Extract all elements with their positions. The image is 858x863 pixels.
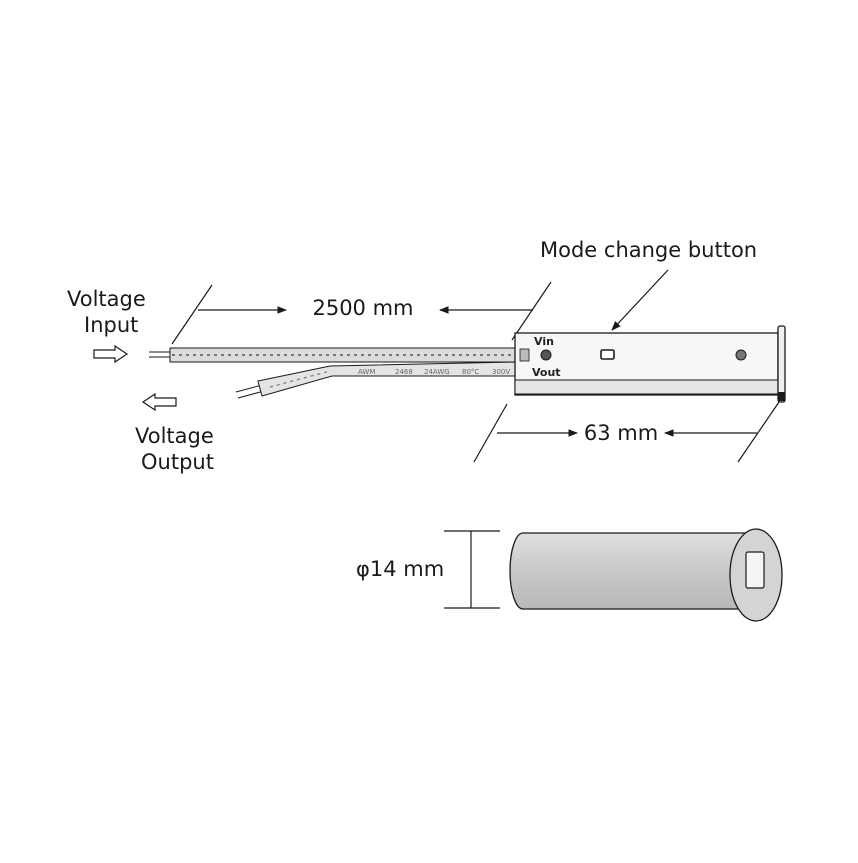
cable-print-3: 24AWG — [424, 368, 450, 376]
cable-print-5: 300V — [492, 368, 510, 376]
cylinder-button-slot — [745, 551, 765, 589]
voltage-input-label-line2: Input — [84, 313, 138, 337]
voltage-output-label-line1: Voltage — [135, 424, 214, 448]
mode-change-button[interactable] — [600, 349, 615, 360]
hollow-right-arrow-icon — [93, 344, 129, 364]
voltage-output-label-line2: Output — [141, 450, 214, 474]
cable-dim-extension-left — [171, 284, 213, 345]
end-cap — [777, 325, 786, 403]
body-dim-extension-right — [737, 401, 780, 463]
cable-print-1: AWM — [358, 368, 375, 376]
cable-dim-extension-right — [511, 281, 552, 341]
cable-length-label: 2500 mm — [312, 296, 413, 320]
vin-label: Vin — [534, 335, 554, 348]
controller-body-side: Vin Vout — [514, 325, 786, 403]
screw-hole — [735, 349, 747, 361]
hollow-left-arrow-icon — [141, 392, 177, 412]
body-dim-extension-left — [473, 403, 508, 463]
body-length-label: 63 mm — [584, 421, 658, 445]
cable-print-2: 2468 — [395, 368, 413, 376]
vout-label: Vout — [532, 366, 561, 379]
output-cable: AWM 2468 24AWG 80°C 300V — [235, 361, 517, 399]
cable-print-4: 80°C — [462, 368, 479, 376]
mode-button-label: Mode change button — [540, 238, 757, 262]
mode-button-leader — [611, 269, 669, 331]
voltage-input-label-line1: Voltage — [67, 287, 146, 311]
diameter-label: φ14 mm — [356, 557, 444, 581]
controller-body-cylinder — [509, 528, 783, 622]
led-indicator — [540, 349, 552, 361]
input-cable — [149, 347, 517, 363]
